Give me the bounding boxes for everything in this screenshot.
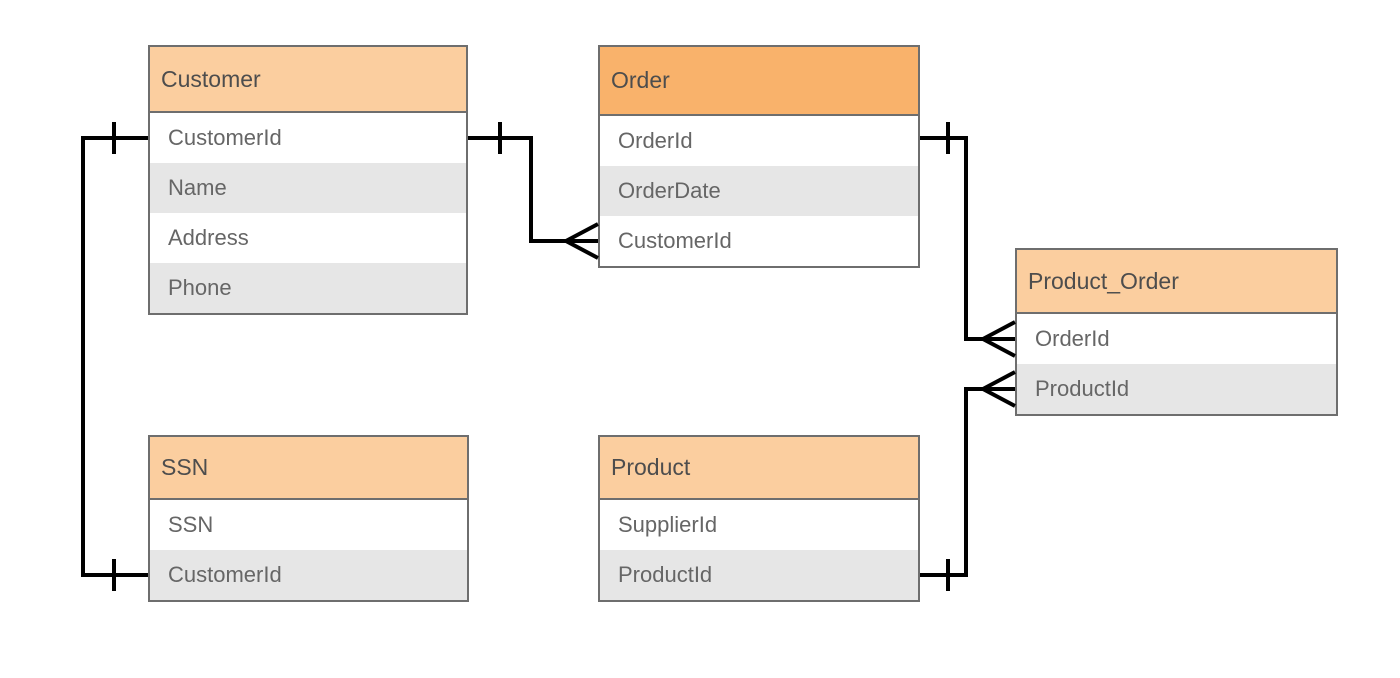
table-row: OrderDate [600,166,918,216]
table-order: Order OrderId OrderDate CustomerId [598,45,920,268]
connector-line [920,387,983,577]
table-order-header: Order [600,47,918,116]
table-ssn: SSN SSN CustomerId [148,435,469,602]
cardinality-many-crowfoot [982,320,1016,358]
connector-product-product-order [920,370,1016,591]
table-row: OrderId [600,116,918,166]
table-row: CustomerId [150,113,466,163]
table-row: Name [150,163,466,213]
table-row: ProductId [1017,364,1336,414]
connector-order-product-order [920,122,1016,358]
table-order-rows: OrderId OrderDate CustomerId [600,116,918,266]
table-row: ProductId [600,550,918,600]
table-product-order-rows: OrderId ProductId [1017,314,1336,414]
table-row: Address [150,213,466,263]
table-customer-header: Customer [150,47,466,113]
cardinality-many-crowfoot [565,222,599,260]
table-product-order-header: Product_Order [1017,250,1336,314]
connector-line [81,136,148,577]
table-product-order: Product_Order OrderId ProductId [1015,248,1338,416]
table-row: CustomerId [150,550,467,600]
connector-customer-ssn [81,122,148,591]
connector-customer-order [468,122,599,260]
table-product-header: Product [600,437,918,500]
table-row: OrderId [1017,314,1336,364]
table-row: CustomerId [600,216,918,266]
connector-line [920,136,983,341]
table-ssn-rows: SSN CustomerId [150,500,467,600]
table-product-rows: SupplierId ProductId [600,500,918,600]
table-row: Phone [150,263,466,313]
table-row: SupplierId [600,500,918,550]
table-row: SSN [150,500,467,550]
table-product: Product SupplierId ProductId [598,435,920,602]
table-customer-rows: CustomerId Name Address Phone [150,113,466,313]
cardinality-many-crowfoot [982,370,1016,408]
table-customer: Customer CustomerId Name Address Phone [148,45,468,315]
connector-line [468,136,566,243]
table-ssn-header: SSN [150,437,467,500]
